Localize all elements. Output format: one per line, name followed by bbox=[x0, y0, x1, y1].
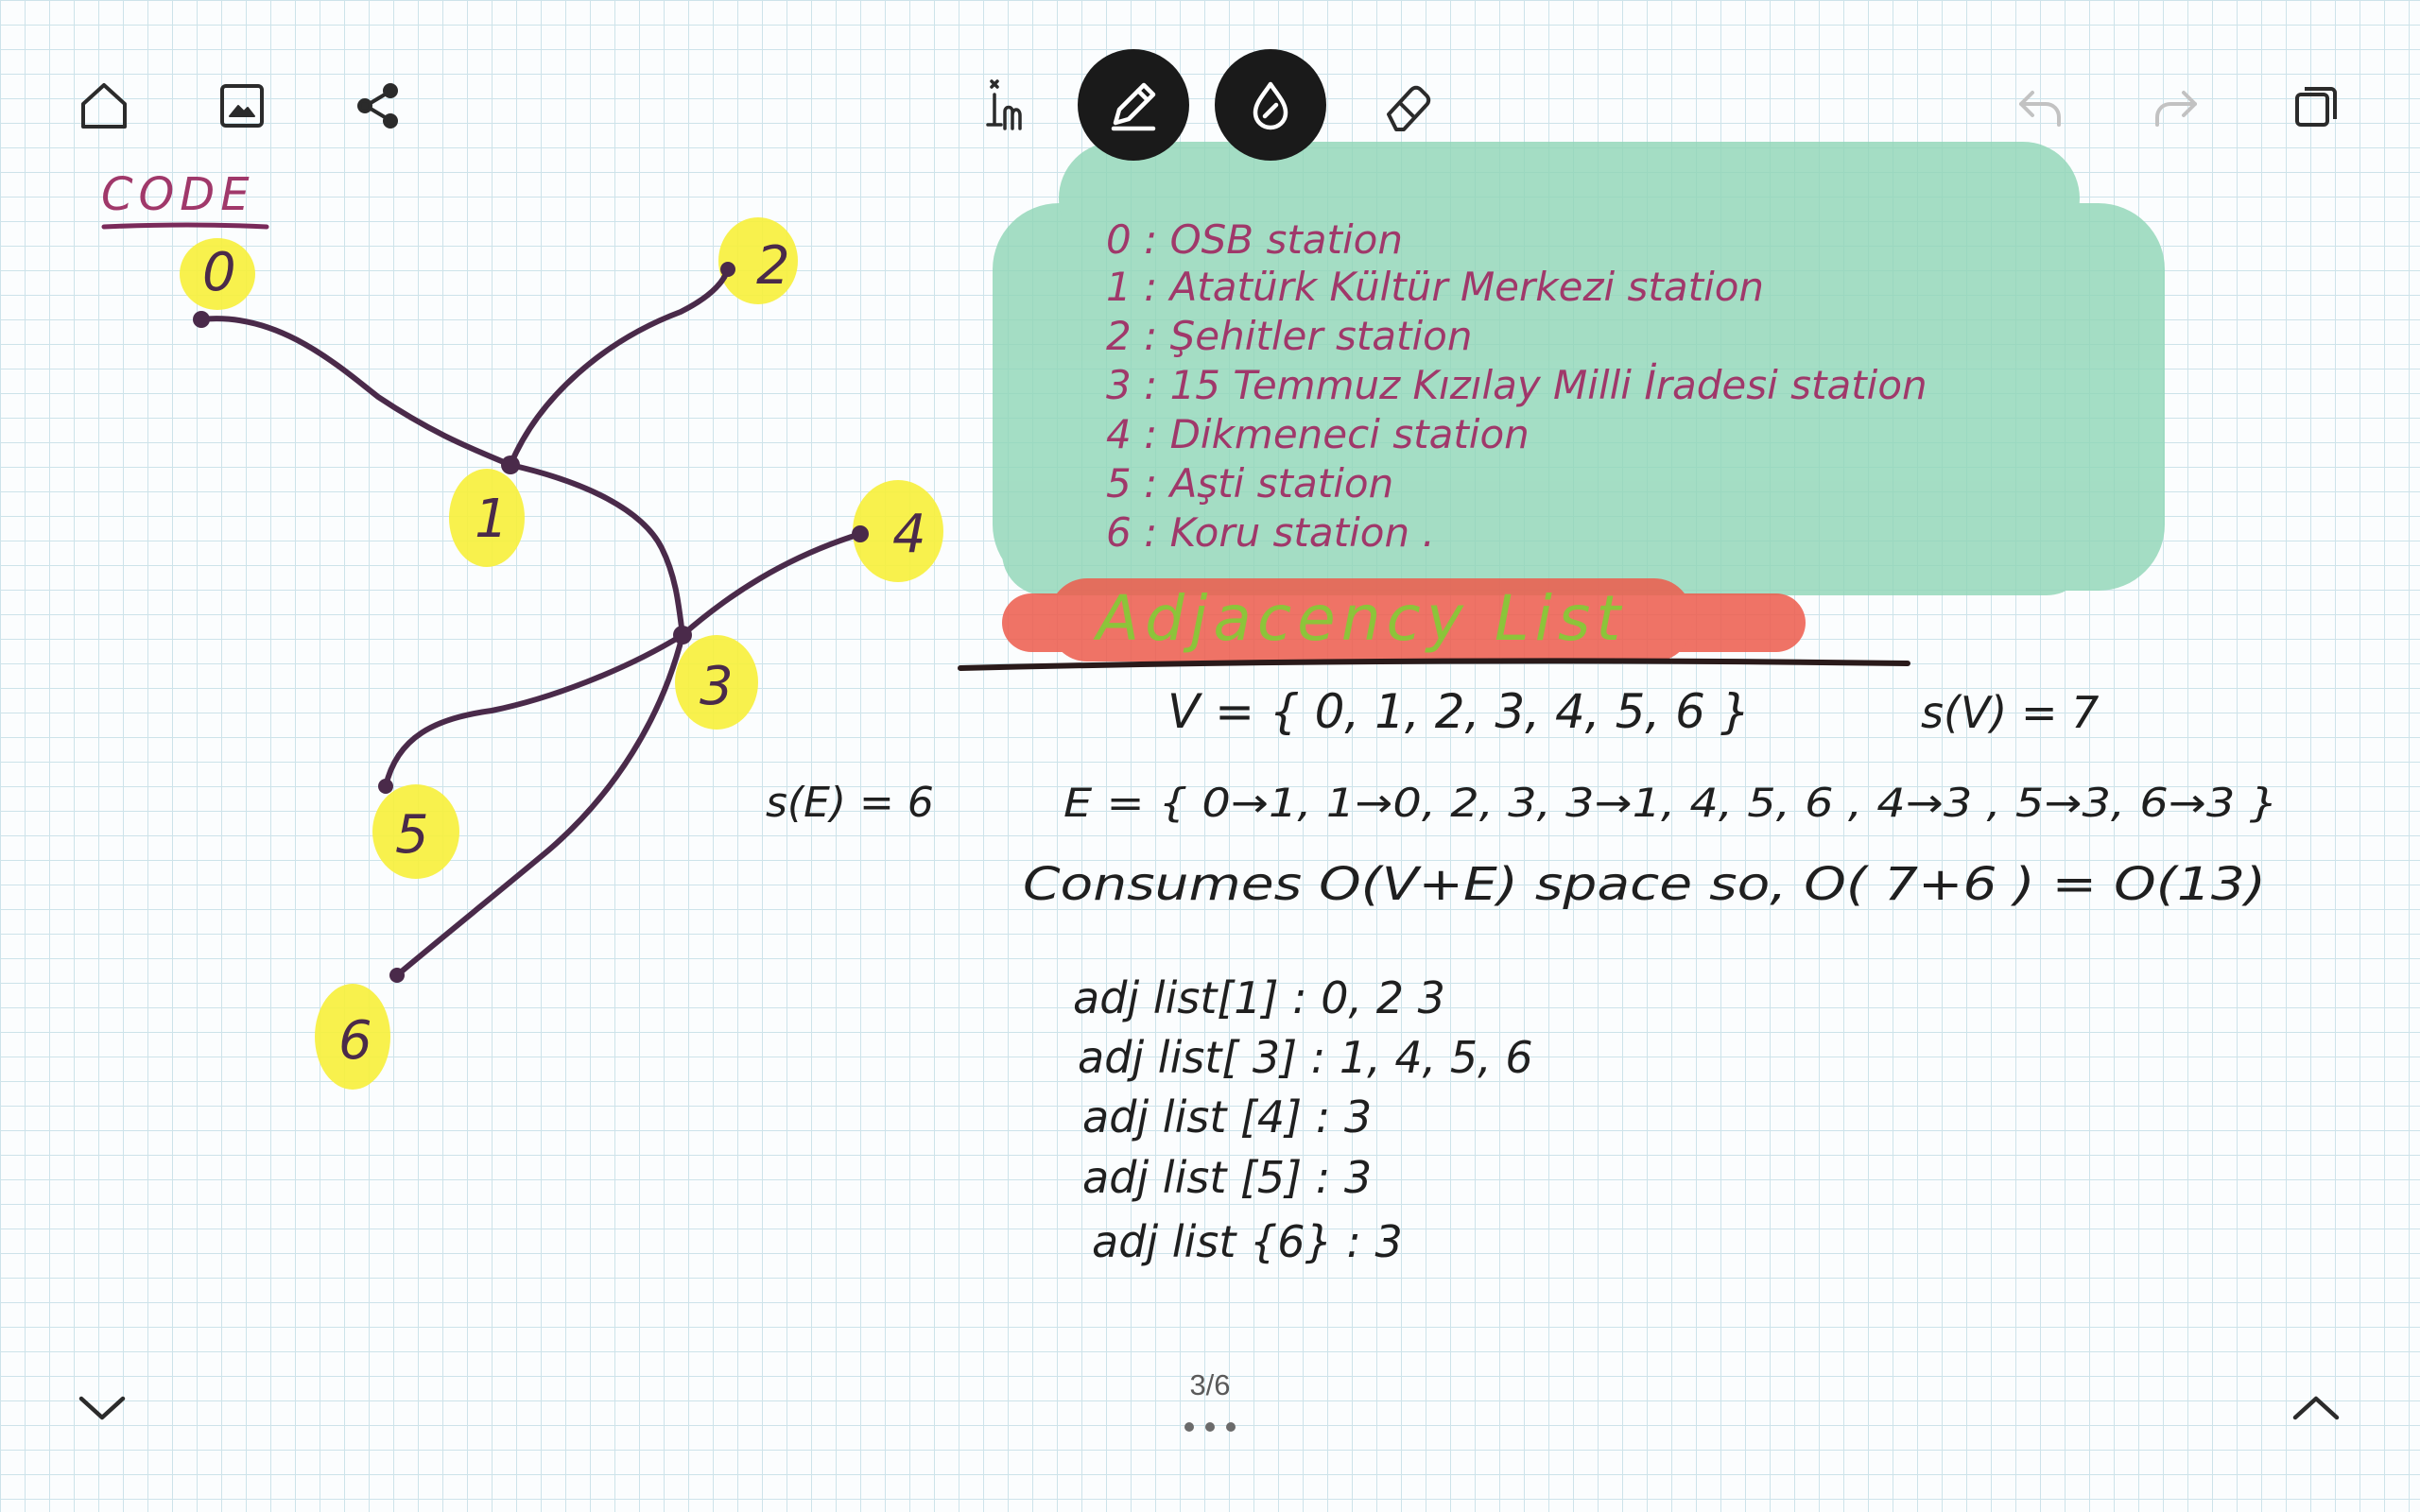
title-highlight bbox=[1002, 578, 1806, 662]
home-icon bbox=[81, 83, 127, 129]
heading-underline bbox=[101, 222, 269, 230]
station-line: 1 : Atatürk Kültür Merkezi station bbox=[1106, 264, 1764, 310]
station-line: 0 : OSB station bbox=[1106, 216, 1403, 263]
page-indicator: 3/6 bbox=[1189, 1368, 1231, 1401]
vertex-set: V = { 0, 1, 2, 3, 4, 5, 6 } bbox=[1167, 684, 1751, 739]
station-line: 3 : 15 Temmuz Kızılay Milli İradesi stat… bbox=[1106, 361, 1927, 408]
adjacency-line: adj list[ 3] : 1, 4, 5, 6 bbox=[1078, 1032, 1533, 1083]
chevron-up-icon bbox=[2292, 1396, 2340, 1420]
station-line: 2 : Şehitler station bbox=[1106, 313, 1473, 359]
station-line: 5 : Aşti station bbox=[1106, 460, 1393, 507]
image-icon bbox=[220, 84, 264, 128]
collapse-button[interactable] bbox=[57, 1363, 147, 1453]
eraser-tool-button[interactable] bbox=[1363, 60, 1454, 151]
graph-edges bbox=[199, 266, 863, 978]
expand-button[interactable] bbox=[2271, 1363, 2361, 1453]
pen-icon bbox=[1111, 82, 1156, 131]
node-labels: 0 2 1 4 3 5 6 bbox=[202, 235, 926, 1072]
share-button[interactable] bbox=[333, 60, 424, 151]
dot-icon bbox=[1226, 1422, 1236, 1432]
station-line: 6 : Koru station . bbox=[1106, 509, 1435, 556]
share-icon bbox=[357, 83, 398, 129]
undo-icon bbox=[2019, 91, 2061, 127]
edge-set: E = { 0→1, 1→0, 2, 3, 3→1, 4, 5, 6 , 4→3… bbox=[1063, 780, 2278, 826]
resize-icon bbox=[2295, 87, 2337, 127]
station-highlight bbox=[993, 142, 2165, 595]
pen-tool-button[interactable] bbox=[1078, 49, 1189, 161]
eraser-icon bbox=[1387, 85, 1431, 131]
code-heading: CODE bbox=[101, 168, 255, 221]
node-highlights bbox=[180, 217, 943, 1090]
adjacency-line: adj list {6} : 3 bbox=[1092, 1216, 1403, 1267]
station-list: 0 : OSB station 1 : Atatürk Kültür Merke… bbox=[1106, 216, 1927, 556]
home-button[interactable] bbox=[59, 60, 149, 151]
title-underline bbox=[958, 658, 1910, 671]
node-label: 5 bbox=[395, 804, 429, 866]
space-complexity: Consumes O(V+E) space so, O( 7+6 ) = O(1… bbox=[1023, 858, 2266, 911]
graph-vertices bbox=[193, 262, 869, 983]
adjacency-lines: adj list[1] : 0, 2 3 adj list[ 3] : 1, 4… bbox=[1073, 972, 1533, 1267]
gallery-button[interactable] bbox=[197, 60, 287, 151]
adjacency-line: adj list [4] : 3 bbox=[1082, 1091, 1372, 1143]
text-mode-button[interactable] bbox=[952, 60, 1043, 151]
station-line: 4 : Dikmeneci station bbox=[1106, 411, 1530, 457]
highlighter-tool-button[interactable] bbox=[1215, 49, 1326, 161]
adjacency-line: adj list[1] : 0, 2 3 bbox=[1073, 972, 1445, 1023]
node-label: 3 bbox=[700, 656, 734, 717]
page-options-button[interactable] bbox=[1172, 1422, 1248, 1441]
node-label: 0 bbox=[202, 242, 236, 303]
node-label: 1 bbox=[475, 489, 509, 550]
adjacency-title: Adjacency List bbox=[1093, 582, 1626, 655]
vertex-count: s(V) = 7 bbox=[1921, 687, 2099, 738]
node-label: 2 bbox=[756, 235, 790, 297]
highlighter-icon bbox=[1253, 81, 1288, 130]
edge-count: s(E) = 6 bbox=[766, 779, 934, 827]
redo-button[interactable] bbox=[2131, 60, 2221, 151]
node-label: 4 bbox=[892, 504, 926, 565]
node-label: 6 bbox=[338, 1010, 372, 1072]
chevron-down-icon bbox=[78, 1396, 126, 1420]
dot-icon bbox=[1184, 1422, 1194, 1432]
fit-page-button[interactable] bbox=[2271, 60, 2361, 151]
set-notes: V = { 0, 1, 2, 3, 4, 5, 6 } s(V) = 7 s(E… bbox=[766, 684, 2278, 911]
dot-icon bbox=[1205, 1422, 1215, 1432]
text-cursor-icon bbox=[986, 79, 1022, 130]
adjacency-line: adj list [5] : 3 bbox=[1082, 1152, 1372, 1203]
redo-icon bbox=[2155, 91, 2197, 127]
undo-button[interactable] bbox=[1995, 60, 2085, 151]
